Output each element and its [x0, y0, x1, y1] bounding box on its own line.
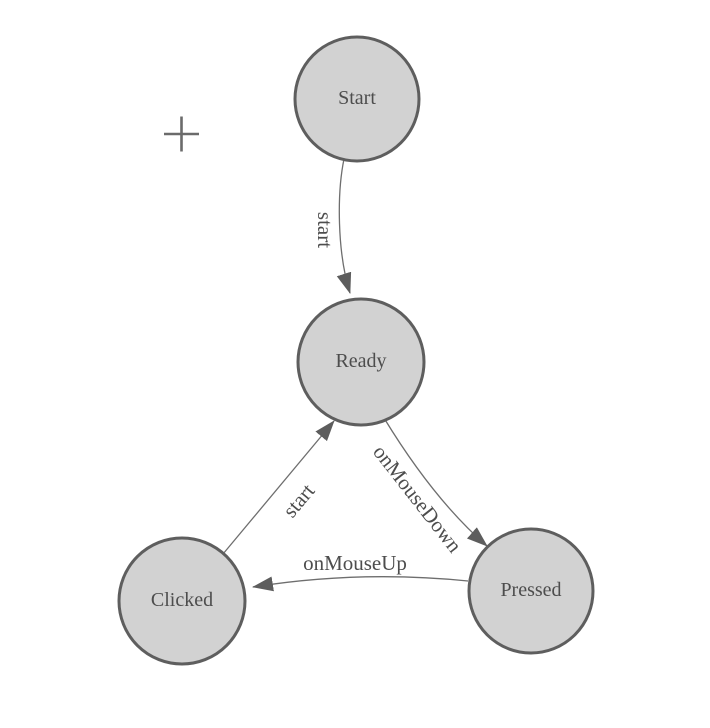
state-circle-clicked[interactable]: [117, 536, 247, 666]
crosshair-marker: [164, 116, 199, 152]
transition-label-clicked-to-ready: start: [278, 479, 320, 522]
transition-pressed-to-clicked[interactable]: [252, 576, 469, 592]
state-node-clicked[interactable]: Clicked: [117, 536, 247, 666]
state-circle-pressed[interactable]: [467, 527, 595, 655]
state-label-start: Start: [338, 87, 376, 109]
state-label-clicked: Clicked: [151, 589, 213, 611]
state-label-pressed: Pressed: [500, 579, 561, 601]
state-label-ready: Ready: [335, 350, 386, 372]
transition-start-to-ready[interactable]: [336, 158, 352, 294]
transition-ready-to-pressed[interactable]: [383, 417, 488, 547]
state-node-pressed[interactable]: Pressed: [467, 527, 595, 655]
state-circle-ready[interactable]: [296, 297, 426, 427]
state-circle-start[interactable]: [293, 35, 421, 163]
transition-label-start-to-ready: start: [313, 212, 337, 248]
transition-label-pressed-to-clicked: onMouseUp: [303, 551, 407, 575]
transition-clicked-to-ready[interactable]: [222, 420, 335, 555]
state-node-start[interactable]: Start: [293, 35, 421, 163]
state-node-ready[interactable]: Ready: [296, 297, 426, 427]
transition-label-ready-to-pressed: onMouseDown: [368, 440, 467, 557]
nodes-layer: Start Ready Clicked Pressed: [117, 35, 595, 666]
